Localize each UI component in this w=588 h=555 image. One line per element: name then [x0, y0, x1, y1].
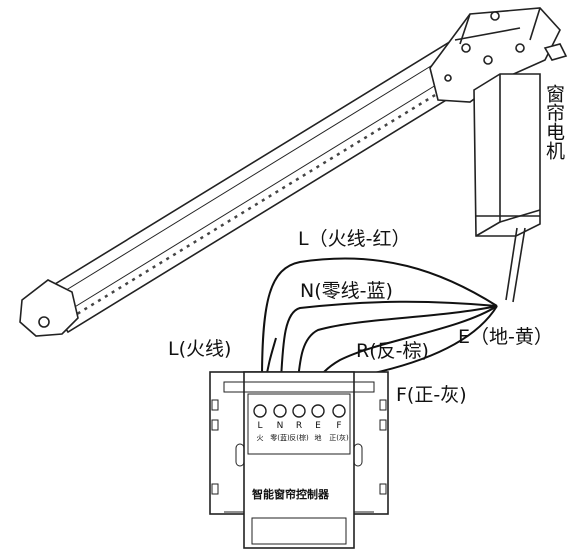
terminal-code-e: E — [315, 421, 321, 431]
terminal-code-r: R — [295, 421, 303, 431]
terminal-code-f: F — [336, 421, 342, 431]
terminal-screws — [253, 404, 346, 418]
wire-label-n-blue: N(零线-蓝) — [300, 280, 393, 302]
wire-label-l-live: L(火线) — [168, 338, 232, 360]
terminal-name-f: 正(灰) — [329, 434, 349, 442]
motor-label: 窗帘电机 — [543, 84, 565, 160]
terminal-code-l: L — [257, 421, 263, 431]
wire-label-l-red: L（火线-红） — [298, 228, 411, 250]
controller-label: 智能窗帘控制器 — [252, 488, 329, 501]
motor-cable — [505, 227, 526, 303]
terminal-name-r: 反(棕) — [289, 434, 309, 442]
wire-l-red — [261, 257, 498, 381]
terminal-name-e: 地 — [314, 434, 322, 442]
motor-body — [473, 73, 541, 237]
wire-n-blue — [280, 300, 498, 381]
terminal-code-n: N — [276, 421, 284, 431]
terminal-name-n: 零(蓝) — [270, 434, 290, 442]
track-end-cap — [19, 279, 79, 337]
terminal-name-l: 火 — [256, 434, 264, 442]
wire-label-f-gray: F(正-灰) — [396, 384, 467, 406]
wire-label-r-brown: R(反-棕) — [356, 340, 429, 362]
motor-head — [429, 7, 568, 103]
controller-box — [209, 371, 389, 549]
wire-label-e-yellow: E（地-黄） — [458, 326, 553, 348]
wire-r-brown — [297, 305, 498, 381]
